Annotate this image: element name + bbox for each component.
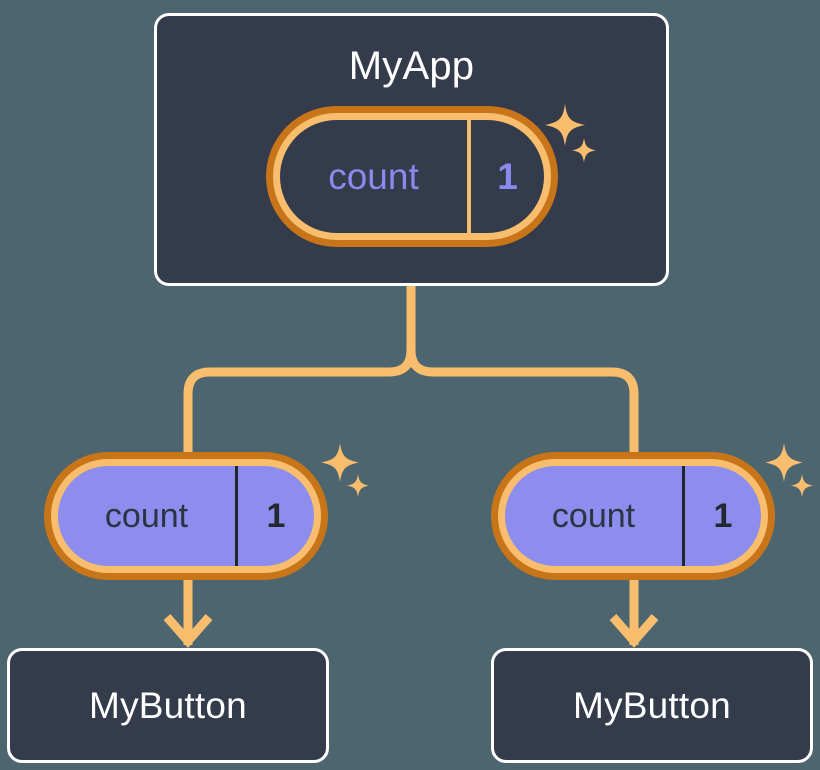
state-key-label: count: [328, 155, 419, 197]
state-key-label: count: [104, 496, 189, 535]
connector-branch-left: [183, 349, 416, 452]
state-pill-branch-left[interactable]: count 1: [44, 452, 328, 580]
state-pill-branch-right[interactable]: count 1: [491, 452, 775, 580]
state-pill-root[interactable]: count 1: [266, 106, 558, 247]
state-value-label: 1: [682, 466, 761, 566]
arrowhead-left: [163, 614, 213, 648]
arrowhead-right: [609, 614, 659, 648]
component-card-mybutton-left[interactable]: MyButton: [7, 648, 329, 763]
state-pill-inner-ring: count 1: [273, 113, 551, 240]
connector-branch-right: [406, 349, 639, 452]
state-value-label: 1: [235, 466, 314, 566]
state-pill-body: count 1: [58, 466, 314, 566]
sparkle-icon-branch-left: [318, 443, 370, 501]
state-pill-body: count 1: [505, 466, 761, 566]
component-card-mybutton-right[interactable]: MyButton: [491, 648, 813, 763]
state-pill-body: count 1: [280, 120, 544, 233]
component-title-myapp: MyApp: [348, 44, 475, 88]
component-title-mybutton: MyButton: [89, 684, 247, 726]
state-key-label: count: [551, 496, 636, 535]
component-title-mybutton: MyButton: [573, 684, 731, 726]
state-value-label: 1: [467, 120, 544, 233]
state-pill-inner-ring: count 1: [498, 459, 768, 573]
state-pill-inner-ring: count 1: [51, 459, 321, 573]
